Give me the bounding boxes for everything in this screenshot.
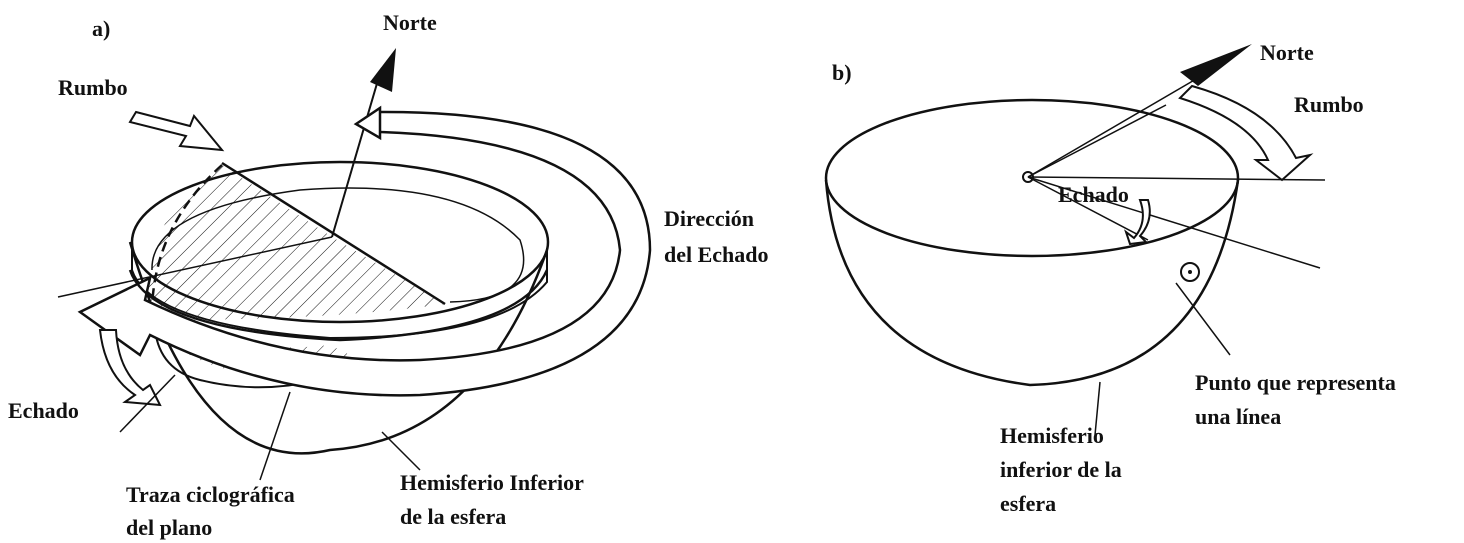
panel-a-traza-line2: del plano: [126, 515, 212, 540]
panel-a-hemisferio-line2: de la esfera: [400, 504, 506, 529]
panel-a-north-axis: [331, 79, 379, 238]
panel-b-punto-leader: [1175, 282, 1231, 356]
panel-a-rim-front: [128, 269, 549, 342]
panel-b-echado-label: Echado: [1058, 182, 1129, 207]
panel-b-north-axis: [1027, 67, 1216, 178]
panel-a-dip-line: [57, 236, 333, 298]
panel-a-traza-leader: [259, 391, 291, 481]
panel-b-echado-line: [1027, 176, 1149, 241]
panel-a-rim-ellipse: [130, 160, 550, 324]
panel-b-plunge-line: [1027, 176, 1321, 269]
panel-b: [824, 44, 1326, 436]
panel-a-dashed-arc: [150, 164, 223, 321]
panel-b-hemisferio-line2: inferior de la: [1000, 457, 1122, 482]
panel-a-direccion-line2: del Echado: [664, 242, 769, 267]
panel-a-echado-pointer: [119, 374, 176, 433]
panel-b-strike-upper: [1027, 104, 1167, 178]
panel-b-rumbo-arrow: [1178, 84, 1314, 182]
panel-a: [57, 48, 652, 481]
panel-a-plane-hatch: [147, 165, 445, 320]
panel-a-traza-line1: Traza ciclográfica: [126, 482, 295, 507]
panel-a-rumbo-label: Rumbo: [58, 75, 128, 100]
panel-b-punto-line1: Punto que representa: [1195, 370, 1396, 395]
panel-b-rim-ellipse: [824, 98, 1240, 258]
panel-a-hemisferio-line1: Hemisferio Inferior: [400, 470, 584, 495]
panel-b-norte-label: Norte: [1260, 40, 1314, 65]
panel-b-hemisferio-line3: esfera: [1000, 491, 1056, 516]
panel-b-north-arrowhead: [1180, 44, 1252, 86]
panel-b-hemisferio-leader: [1094, 381, 1101, 436]
panel-b-strike-line: [1027, 176, 1326, 181]
panel-a-north-arrowhead: [370, 48, 396, 92]
panel-a-dip-direction-head: [353, 105, 382, 141]
panel-a-rumbo-arrow: [128, 110, 225, 152]
panel-b-echado-arrow: [1124, 199, 1151, 246]
panel-b-tag: b): [832, 60, 852, 85]
panel-a-echado-label: Echado: [8, 398, 79, 423]
panel-a-norte-label: Norte: [383, 10, 437, 35]
panel-b-hemisferio-line1: Hemisferio: [1000, 423, 1104, 448]
panel-a-tag: a): [92, 16, 110, 41]
panel-a-direccion-line1: Dirección: [664, 206, 754, 231]
panel-b-lower-hemisphere: [824, 179, 1240, 387]
panel-a-dip-direction-band: [77, 110, 652, 397]
panel-b-rumbo-label: Rumbo: [1294, 92, 1364, 117]
panel-a-hemisferio-leader: [381, 431, 421, 471]
panel-b-line-point-dot: [1188, 270, 1192, 274]
panel-b-punto-line2: una línea: [1195, 404, 1281, 429]
